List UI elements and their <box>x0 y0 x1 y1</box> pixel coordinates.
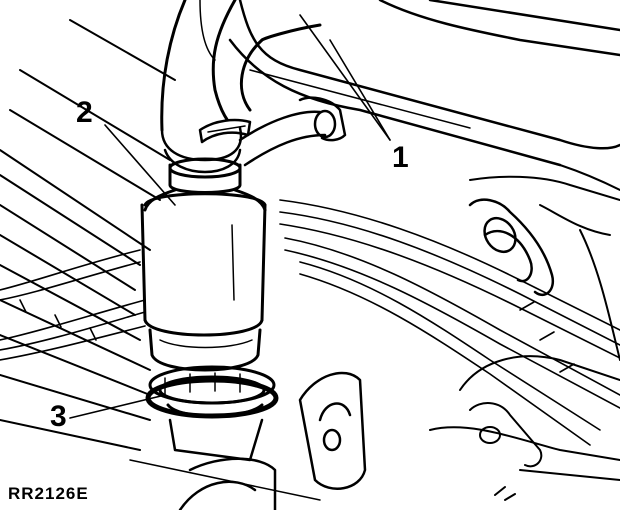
upper-hose <box>160 0 322 132</box>
bottom-fitting <box>469 402 543 501</box>
filter-canister <box>140 157 267 372</box>
callout-1: 1 <box>392 141 409 174</box>
sealing-ring <box>145 365 279 419</box>
callout-3: 3 <box>50 400 67 433</box>
callout-2: 2 <box>76 96 93 129</box>
side-pipe <box>238 96 347 167</box>
leader-3 <box>69 394 166 419</box>
leader-2 <box>104 124 176 206</box>
wiring-left <box>0 249 146 361</box>
hose-elbow <box>468 198 555 297</box>
wiring-right <box>279 199 620 446</box>
leader-1 <box>329 39 391 141</box>
mount-bracket <box>129 371 367 510</box>
right-bodywork <box>429 164 620 481</box>
leader-lines <box>69 14 391 419</box>
figure-reference: RR2126E <box>8 484 89 503</box>
upper-tank <box>228 0 620 167</box>
